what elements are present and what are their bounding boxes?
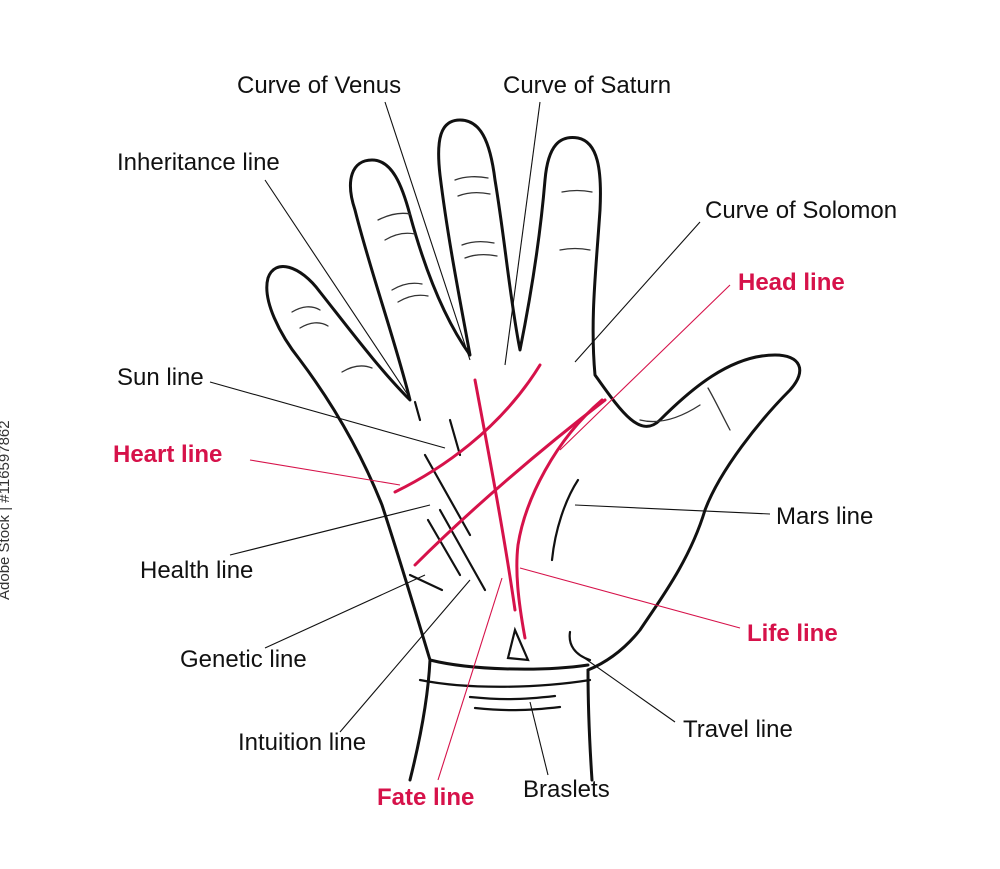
wrist-left-edge: [408, 658, 432, 782]
label-braslets: Braslets: [523, 776, 610, 803]
label-inheritance-line: Inheritance line: [117, 149, 280, 176]
label-curve-of-venus: Curve of Venus: [237, 72, 401, 99]
leader-lines: [209, 101, 771, 781]
stock-credit-text: Adobe Stock | #116597862: [0, 420, 13, 600]
label-curve-of-solomon: Curve of Solomon: [705, 197, 897, 224]
wrist-right-edge: [586, 668, 594, 782]
label-fate-line: Fate line: [377, 784, 474, 811]
label-life-line: Life line: [747, 620, 838, 647]
label-intuition-line: Intuition line: [238, 729, 366, 756]
label-travel-line: Travel line: [683, 716, 793, 743]
minor-lines: [408, 400, 592, 662]
label-mars-line: Mars line: [776, 503, 873, 530]
stock-credit: Adobe Stock | #116597862: [0, 0, 24, 869]
intuition-line: [438, 508, 487, 592]
fate-line-path: [473, 378, 517, 612]
inheritance-mark: [413, 400, 422, 422]
health-line: [423, 453, 472, 537]
fate-line-base: [506, 626, 530, 662]
genetic-line: [426, 518, 462, 577]
label-sun-line: Sun line: [117, 364, 204, 391]
genetic-line-2: [408, 573, 444, 592]
label-heart-line: Heart line: [113, 441, 222, 468]
major-lines: [393, 363, 607, 640]
mars-line: [550, 478, 580, 562]
sun-line: [448, 418, 462, 457]
label-health-line: Health line: [140, 557, 253, 584]
travel-line: [568, 630, 592, 662]
label-head-line: Head line: [738, 269, 845, 296]
label-curve-of-saturn: Curve of Saturn: [503, 72, 671, 99]
finger-creases: [291, 176, 731, 431]
bracelets: [418, 678, 592, 712]
label-genetic-line: Genetic line: [180, 646, 307, 673]
hand-outline: [265, 118, 802, 672]
palm-base-curve: [428, 658, 590, 671]
heart-line-path: [393, 363, 542, 494]
life-line-path: [515, 398, 604, 640]
